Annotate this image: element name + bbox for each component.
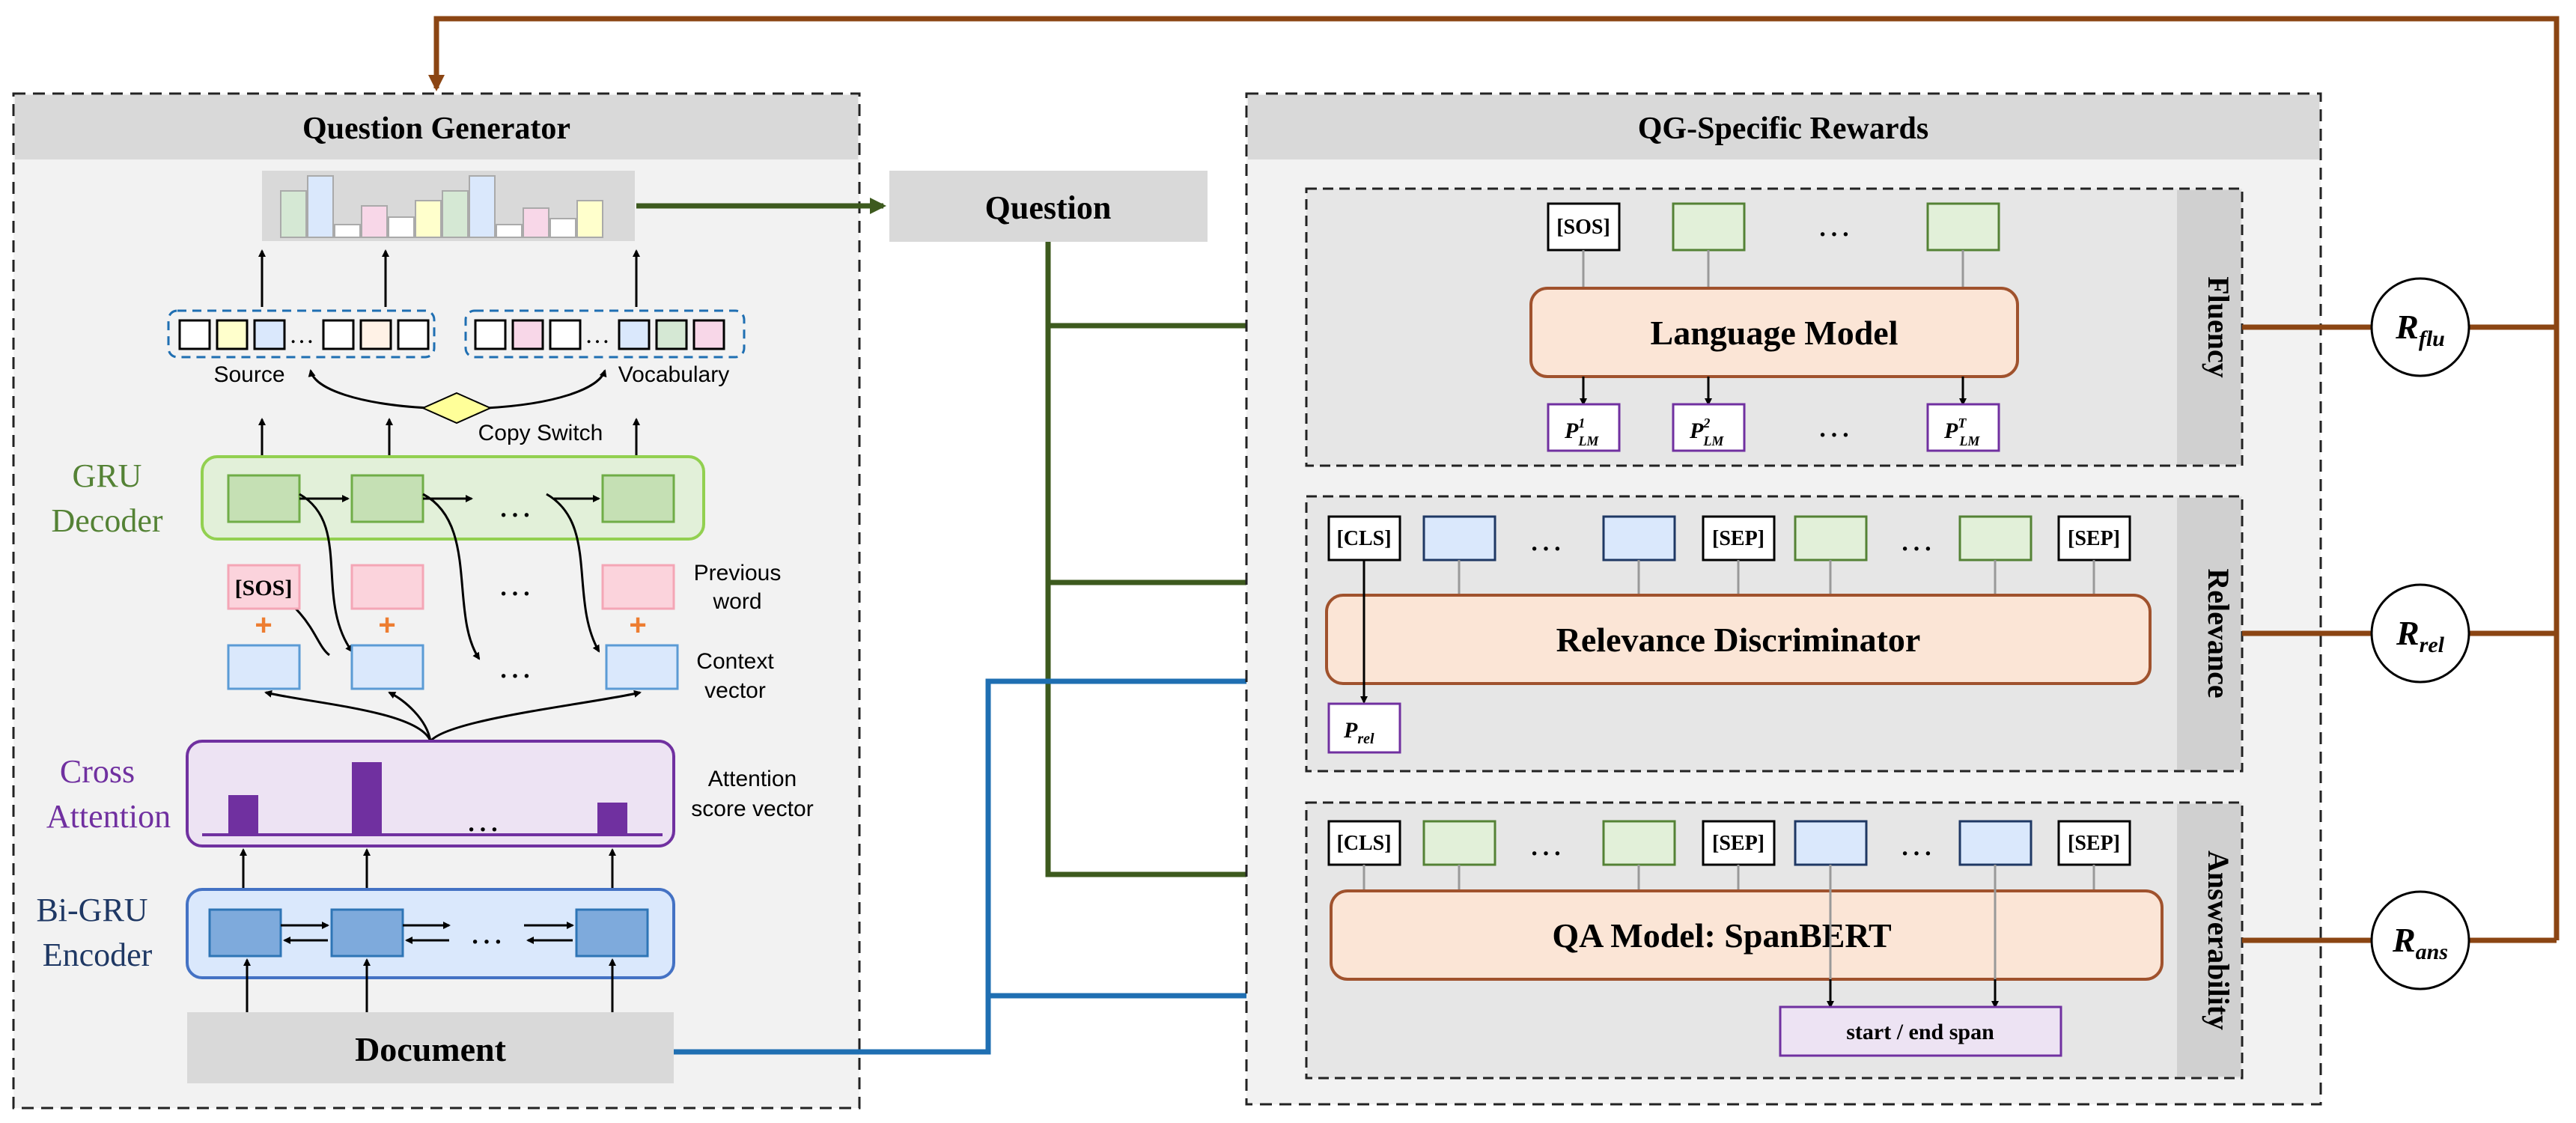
gru-decoder-label-1: GRU: [73, 457, 142, 494]
reward-rel-main: R: [2396, 614, 2420, 652]
source-label: Source: [213, 362, 284, 387]
cross-attention-label-2: Attention: [46, 798, 171, 835]
encoder-label-2: Encoder: [43, 937, 153, 973]
answer-ellipsis-1: …: [1529, 824, 1563, 862]
answerability-tab: Answerability: [2202, 850, 2235, 1030]
attention-score-label-2: score vector: [691, 797, 813, 821]
relevance-sep-1: [SEP]: [1712, 527, 1764, 550]
encoder-label-1: Bi-GRU: [36, 892, 147, 928]
svg-text:+: +: [378, 609, 395, 642]
gru-decoder: GRU Decoder …: [51, 455, 705, 541]
plm-1-main: P: [1564, 419, 1579, 443]
reward-rel-sub: rel: [2420, 633, 2445, 657]
svg-text:+: +: [255, 609, 272, 642]
prev-word-ellipsis: …: [498, 564, 532, 603]
context-vector-label-1: Context: [696, 649, 774, 674]
reward-flu-circle: [2370, 277, 2470, 377]
fluency-output-ellipsis: …: [1817, 406, 1851, 444]
encoder-ellipsis: …: [469, 913, 504, 951]
language-model-label: Language Model: [1651, 314, 1898, 352]
fluency-sos: [SOS]: [1556, 216, 1610, 239]
previous-word-row: [SOS] … Previous word: [227, 561, 782, 614]
reward-flu-main: R: [2395, 308, 2419, 346]
prel-main: P: [1343, 718, 1358, 743]
attention-score-label-1: Attention: [708, 767, 797, 791]
plm-2-sub: LM: [1702, 433, 1724, 448]
svg-text:Prel: Prel: [1343, 718, 1374, 747]
vocabulary-label: Vocabulary: [618, 362, 729, 387]
context-vector-row: … Context vector: [227, 644, 774, 703]
previous-word-label-2: word: [712, 589, 761, 614]
svg-text:Rrel: Rrel: [2396, 614, 2445, 657]
svg-text:Rflu: Rflu: [2395, 308, 2445, 351]
copy-switch: Copy Switch: [308, 369, 607, 445]
decoder-ellipsis: …: [498, 486, 532, 524]
cross-attention-label-1: Cross: [60, 753, 135, 790]
copy-switch-label: Copy Switch: [478, 421, 603, 445]
relevance-section: Relevance [CLS] … [SEP] … [SEP] Relevanc…: [1305, 495, 2244, 773]
fluency-tab: Fluency: [2202, 276, 2235, 378]
gru-decoder-label-2: Decoder: [51, 502, 162, 539]
decoder-sos: [SOS]: [235, 576, 293, 600]
reward-ans-circle: [2370, 890, 2470, 990]
plm-t-sup: T: [1958, 416, 1967, 430]
context-vector-label-2: vector: [704, 678, 766, 703]
fluency-input-ellipsis: …: [1817, 205, 1851, 243]
prel-sub: rel: [1357, 731, 1374, 747]
cross-attention: Cross Attention … Attention score vector: [46, 740, 814, 847]
attention-ellipsis: …: [466, 800, 500, 839]
answer-sep-2: [SEP]: [2068, 832, 2120, 855]
answerability-section: Answerability [CLS] … [SEP] … [SEP] QA M…: [1305, 801, 2244, 1080]
document-label: Document: [355, 1030, 507, 1068]
answer-ellipsis-2: …: [1899, 824, 1934, 862]
question-generator-title: Question Generator: [302, 112, 570, 146]
bigru-encoder: Bi-GRU Encoder …: [36, 888, 675, 979]
answer-sep-1: [SEP]: [1712, 832, 1764, 855]
vocab-ellipsis: …: [585, 321, 610, 349]
context-ellipsis: …: [498, 647, 532, 685]
relevance-cls: [CLS]: [1336, 527, 1391, 550]
plm-t-main: P: [1943, 419, 1958, 443]
relevance-sep-2: [SEP]: [2068, 527, 2120, 550]
plm-2-sup: 2: [1702, 416, 1710, 430]
qa-model-label: QA Model: SpanBERT: [1552, 916, 1891, 955]
reward-ans-sub: ans: [2416, 940, 2448, 964]
plm-t-sub: LM: [1958, 433, 1980, 448]
answer-cls: [CLS]: [1336, 832, 1391, 855]
question-box: Question: [889, 171, 1208, 242]
relevance-ellipsis-1: …: [1529, 520, 1563, 558]
plm-2-main: P: [1689, 419, 1704, 443]
svg-text:Rans: Rans: [2392, 921, 2448, 964]
plm-1-sub: LM: [1577, 433, 1599, 448]
rewards-title: QG-Specific Rewards: [1638, 112, 1928, 146]
source-ellipsis: …: [289, 321, 314, 349]
reward-ans-main: R: [2392, 921, 2416, 959]
vocabulary-distribution: … Vocabulary: [464, 309, 746, 387]
reward-feedback: Rflu Rrel Rans: [428, 16, 2560, 990]
svg-text:+: +: [629, 609, 646, 642]
question-label: Question: [985, 189, 1112, 226]
relevance-discriminator-label: Relevance Discriminator: [1556, 621, 1921, 659]
document-box: Document: [187, 1012, 674, 1083]
reward-flu-sub: flu: [2419, 326, 2445, 351]
plm-1-sup: 1: [1578, 416, 1585, 430]
span-label: start / end span: [1846, 1020, 1994, 1044]
previous-word-label-1: Previous: [694, 561, 782, 585]
relevance-tab: Relevance: [2202, 568, 2235, 698]
output-distribution: [262, 171, 635, 241]
relevance-ellipsis-2: …: [1899, 520, 1934, 558]
source-distribution: … Source: [167, 309, 436, 387]
reward-rel-circle: [2370, 583, 2470, 684]
